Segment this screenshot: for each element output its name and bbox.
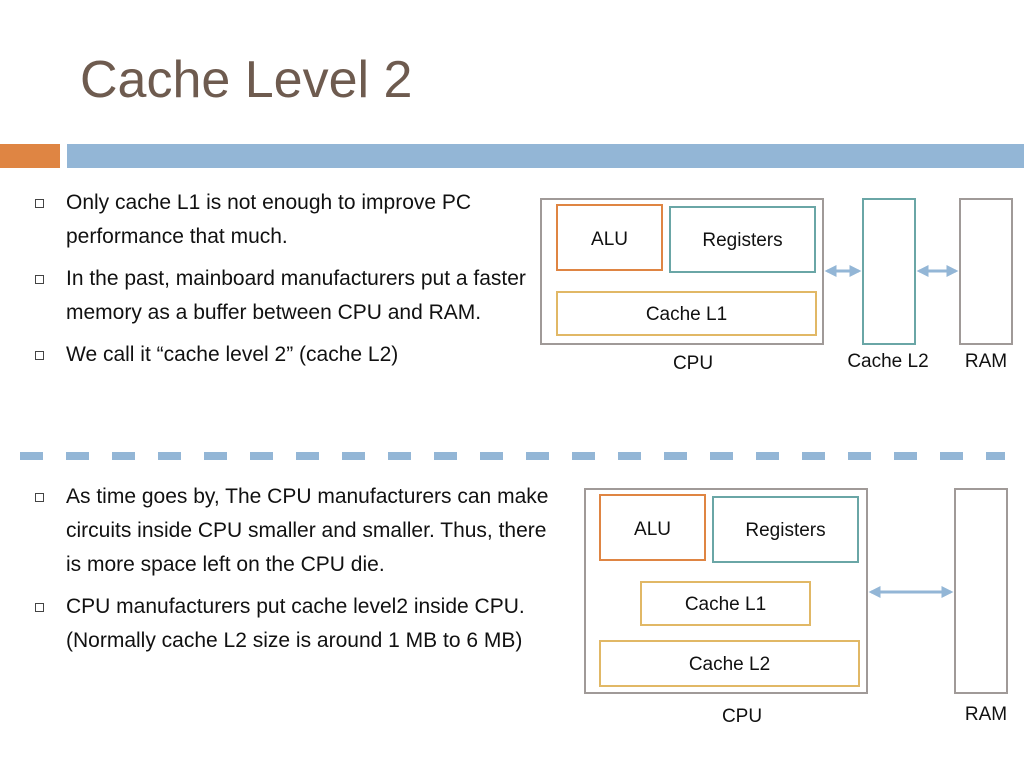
- bottom-bullet-list: As time goes by, The CPU manufacturers c…: [30, 480, 560, 666]
- top-cache-l2-label: Cache L2: [847, 351, 928, 372]
- top-ram-label: RAM: [965, 351, 1007, 372]
- top-alu-label: ALU: [591, 229, 628, 250]
- bottom-cache-l2-label: Cache L2: [689, 654, 770, 675]
- slide-title: Cache Level 2: [80, 51, 413, 109]
- dashed-section-divider: [20, 452, 1005, 460]
- bottom-registers-box: [712, 496, 859, 563]
- square-bullet-icon: [35, 493, 44, 502]
- title-accent-bar-blue: [67, 144, 1024, 168]
- bottom-diagram: ALU Registers Cache L1 Cache L2 CPU RAM: [584, 488, 1008, 727]
- bullet-text: We call it “cache level 2” (cache L2): [66, 343, 399, 366]
- square-bullet-icon: [35, 351, 44, 360]
- bottom-alu-label: ALU: [634, 519, 671, 540]
- bullet-item: CPU manufacturers put cache level2 insid…: [30, 590, 560, 658]
- square-bullet-icon: [35, 603, 44, 612]
- bottom-ram-box: [954, 488, 1008, 694]
- bullet-text: As time goes by, The CPU manufacturers c…: [66, 485, 549, 576]
- title-accent-bar-orange: [0, 144, 60, 168]
- top-cache-l1-box: [556, 291, 817, 336]
- bottom-registers-label: Registers: [745, 520, 825, 541]
- bullet-text: CPU manufacturers put cache level2 insid…: [66, 595, 525, 652]
- bottom-cpu-box: [584, 488, 868, 694]
- top-cpu-label: CPU: [673, 353, 713, 374]
- top-cache-l1-label: Cache L1: [646, 304, 727, 325]
- top-ram-box: [959, 198, 1013, 345]
- top-cache-l2-box: [862, 198, 916, 345]
- bullet-item: As time goes by, The CPU manufacturers c…: [30, 480, 560, 582]
- bullet-item: We call it “cache level 2” (cache L2): [30, 338, 540, 372]
- bottom-cache-l1-label: Cache L1: [685, 594, 766, 615]
- bottom-cache-l1-box: [640, 581, 811, 626]
- top-registers-box: [669, 206, 816, 273]
- top-cpu-box: [540, 198, 824, 345]
- top-registers-label: Registers: [702, 230, 782, 251]
- bottom-cache-l2-box: [599, 640, 860, 687]
- bottom-ram-label: RAM: [965, 704, 1007, 725]
- bottom-alu-box: [599, 494, 706, 561]
- bottom-cpu-label: CPU: [722, 706, 762, 727]
- top-diagram: ALU Registers Cache L1 CPU Cache L2 RAM: [540, 198, 1013, 374]
- square-bullet-icon: [35, 199, 44, 208]
- bullet-text: In the past, mainboard manufacturers put…: [66, 267, 526, 324]
- bullet-item: In the past, mainboard manufacturers put…: [30, 262, 540, 330]
- square-bullet-icon: [35, 275, 44, 284]
- top-bullet-list: Only cache L1 is not enough to improve P…: [30, 186, 540, 380]
- bullet-item: Only cache L1 is not enough to improve P…: [30, 186, 540, 254]
- bullet-text: Only cache L1 is not enough to improve P…: [66, 191, 472, 248]
- top-alu-box: [556, 204, 663, 271]
